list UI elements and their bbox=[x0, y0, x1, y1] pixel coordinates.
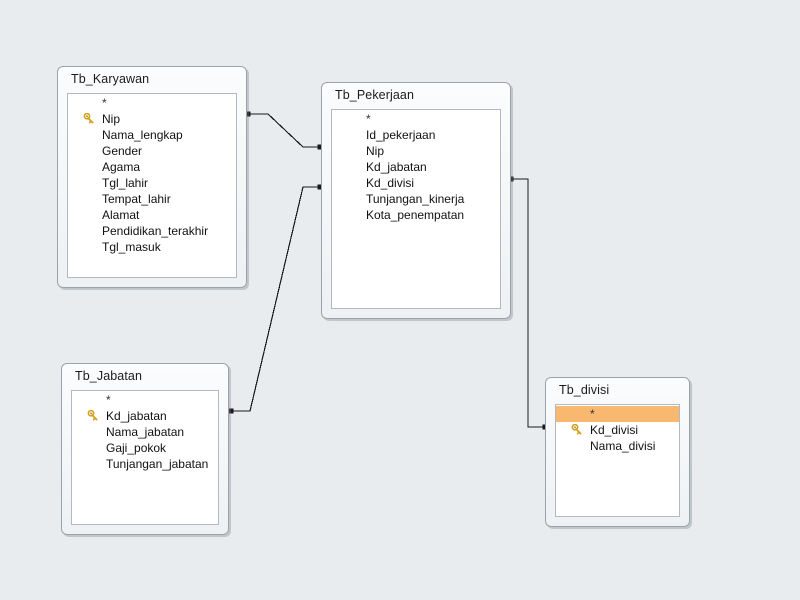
field-name: Alamat bbox=[102, 208, 140, 222]
field-name: Kota_penempatan bbox=[366, 208, 465, 222]
field-row[interactable]: Tgl_lahir bbox=[68, 175, 236, 191]
field-row[interactable]: Agama bbox=[68, 159, 236, 175]
field-row[interactable]: Nama_jabatan bbox=[72, 424, 218, 440]
field-name: Nama_jabatan bbox=[106, 425, 185, 439]
field-row[interactable]: Nip bbox=[332, 143, 500, 159]
field-row[interactable]: Nama_divisi bbox=[556, 438, 679, 454]
field-name: Kd_divisi bbox=[366, 176, 415, 190]
primary-key-icon bbox=[571, 424, 582, 435]
field-name: Kd_jabatan bbox=[366, 160, 427, 174]
field-name: * bbox=[590, 407, 595, 421]
table-title-tb-jabatan[interactable]: Tb_Jabatan bbox=[75, 369, 143, 383]
primary-key-icon bbox=[87, 410, 98, 421]
field-name: Tunjangan_kinerja bbox=[366, 192, 465, 206]
field-row[interactable]: Id_pekerjaan bbox=[332, 127, 500, 143]
table-title-tb-pekerjaan[interactable]: Tb_Pekerjaan bbox=[335, 88, 415, 102]
field-name: Nama_divisi bbox=[590, 439, 656, 453]
field-row-asterisk[interactable]: * bbox=[332, 111, 500, 127]
field-row[interactable]: Kd_jabatan bbox=[72, 408, 218, 424]
field-row[interactable]: Kd_jabatan bbox=[332, 159, 500, 175]
field-name: Tgl_masuk bbox=[102, 240, 161, 254]
field-name: Gaji_pokok bbox=[106, 441, 167, 455]
field-row[interactable]: Kd_divisi bbox=[556, 422, 679, 438]
field-row[interactable]: Pendidikan_terakhir bbox=[68, 223, 236, 239]
field-name: Pendidikan_terakhir bbox=[102, 224, 209, 238]
field-name: Agama bbox=[102, 160, 141, 174]
field-row[interactable]: Gaji_pokok bbox=[72, 440, 218, 456]
field-row[interactable]: Tempat_lahir bbox=[68, 191, 236, 207]
field-name: Id_pekerjaan bbox=[366, 128, 436, 142]
table-title-tb-karyawan[interactable]: Tb_Karyawan bbox=[71, 72, 150, 86]
field-name: Kd_jabatan bbox=[106, 409, 167, 423]
field-row-asterisk[interactable]: * bbox=[72, 392, 218, 408]
field-row[interactable]: Nama_lengkap bbox=[68, 127, 236, 143]
field-name: Nip bbox=[102, 112, 121, 126]
field-name: Tempat_lahir bbox=[102, 192, 171, 206]
relationship-line-rel-pekerjaan-divisi[interactable] bbox=[508, 176, 548, 430]
field-row[interactable]: Alamat bbox=[68, 207, 236, 223]
field-row[interactable]: Kd_divisi bbox=[332, 175, 500, 191]
field-name: * bbox=[102, 96, 107, 110]
table-title-tb-divisi[interactable]: Tb_divisi bbox=[559, 383, 610, 397]
field-name: Kd_divisi bbox=[590, 423, 639, 437]
field-name: Tunjangan_jabatan bbox=[106, 457, 209, 471]
field-name: Tgl_lahir bbox=[102, 176, 149, 190]
relationship-line-rel-karyawan-pekerjaan[interactable] bbox=[245, 111, 323, 150]
field-row-asterisk[interactable]: * bbox=[556, 406, 679, 422]
field-name: Nama_lengkap bbox=[102, 128, 183, 142]
field-row[interactable]: Tunjangan_kinerja bbox=[332, 191, 500, 207]
field-row[interactable]: Kota_penempatan bbox=[332, 207, 500, 223]
field-name: * bbox=[366, 112, 371, 126]
field-row-asterisk[interactable]: * bbox=[68, 95, 236, 111]
field-row[interactable]: Tgl_masuk bbox=[68, 239, 236, 255]
relationship-endpoint-start[interactable] bbox=[228, 408, 234, 414]
field-row[interactable]: Tunjangan_jabatan bbox=[72, 456, 218, 472]
field-name: Gender bbox=[102, 144, 143, 158]
field-row[interactable]: Nip bbox=[68, 111, 236, 127]
primary-key-icon bbox=[83, 113, 94, 124]
field-row[interactable]: Gender bbox=[68, 143, 236, 159]
field-name: Nip bbox=[366, 144, 385, 158]
field-name: * bbox=[106, 393, 111, 407]
